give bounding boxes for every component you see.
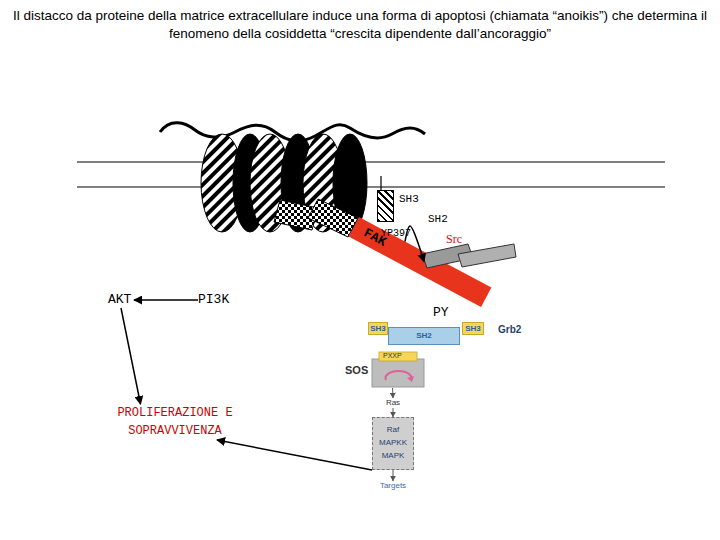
- membrane-line: [77, 187, 665, 188]
- sos-protein: SOS PXXP: [345, 352, 427, 388]
- arrow-connector: [405, 226, 424, 262]
- node-label: SOS: [345, 364, 368, 376]
- arrow-connector: [217, 440, 372, 470]
- mapk-cascade: Raf MAPKK MAPK: [372, 417, 414, 470]
- pathway-node: PI3K: [198, 292, 230, 308]
- node-label: SH2: [389, 331, 459, 340]
- targets-node: Targets: [372, 481, 414, 493]
- node-label: Raf MAPKK MAPK: [373, 423, 413, 462]
- arrow-connector: [392, 388, 393, 398]
- node-outline: [418, 232, 518, 280]
- sos-body: [372, 359, 424, 387]
- node-label: PXXP: [383, 352, 402, 359]
- arrow-connector: [134, 299, 198, 301]
- node-label: PROLIFERAZIONE E SOPRAVVIVENZA: [100, 404, 250, 440]
- residue-label: YP397: [381, 228, 411, 239]
- domain-label: SH2: [428, 213, 448, 225]
- sh3-domain: SH3: [377, 190, 394, 222]
- pxxp-motif: [379, 352, 417, 361]
- kinase-lobe: [458, 244, 516, 267]
- tether-line: [380, 176, 381, 190]
- arrow-connector: [393, 408, 394, 417]
- exchange-loop: [386, 371, 412, 380]
- arrow-connector: [121, 308, 141, 404]
- src-kinase: Src: [418, 232, 518, 280]
- outcome-node: PROLIFERAZIONE E SOPRAVVIVENZA: [100, 404, 250, 440]
- pathway-node: AKT: [108, 292, 134, 308]
- node-label: Ras: [380, 398, 406, 408]
- ras-node: Ras: [380, 398, 406, 408]
- diagram-title: Il distacco da proteine della matrice ex…: [8, 7, 712, 43]
- sh3-domain: SH3: [462, 322, 484, 335]
- sh3-domain: SH3: [368, 322, 388, 335]
- grb2-adaptor: Grb2SH3SH2SH3: [366, 320, 526, 348]
- node-label: PI3K: [198, 292, 229, 307]
- sh2-domain: SH2: [388, 327, 460, 345]
- membrane-line: [77, 162, 665, 163]
- node-label: SH3: [369, 324, 387, 333]
- node-label: Grb2: [498, 324, 521, 335]
- phospho-label: PY: [433, 305, 449, 320]
- node-label: SH3: [399, 193, 419, 205]
- node-label: SH3: [463, 324, 483, 333]
- node-label: Src: [446, 232, 462, 247]
- arrow-connector: [393, 470, 394, 481]
- node-label: Targets: [372, 481, 414, 490]
- exchange-loop-head: [407, 376, 414, 382]
- node-label: AKT: [108, 292, 131, 307]
